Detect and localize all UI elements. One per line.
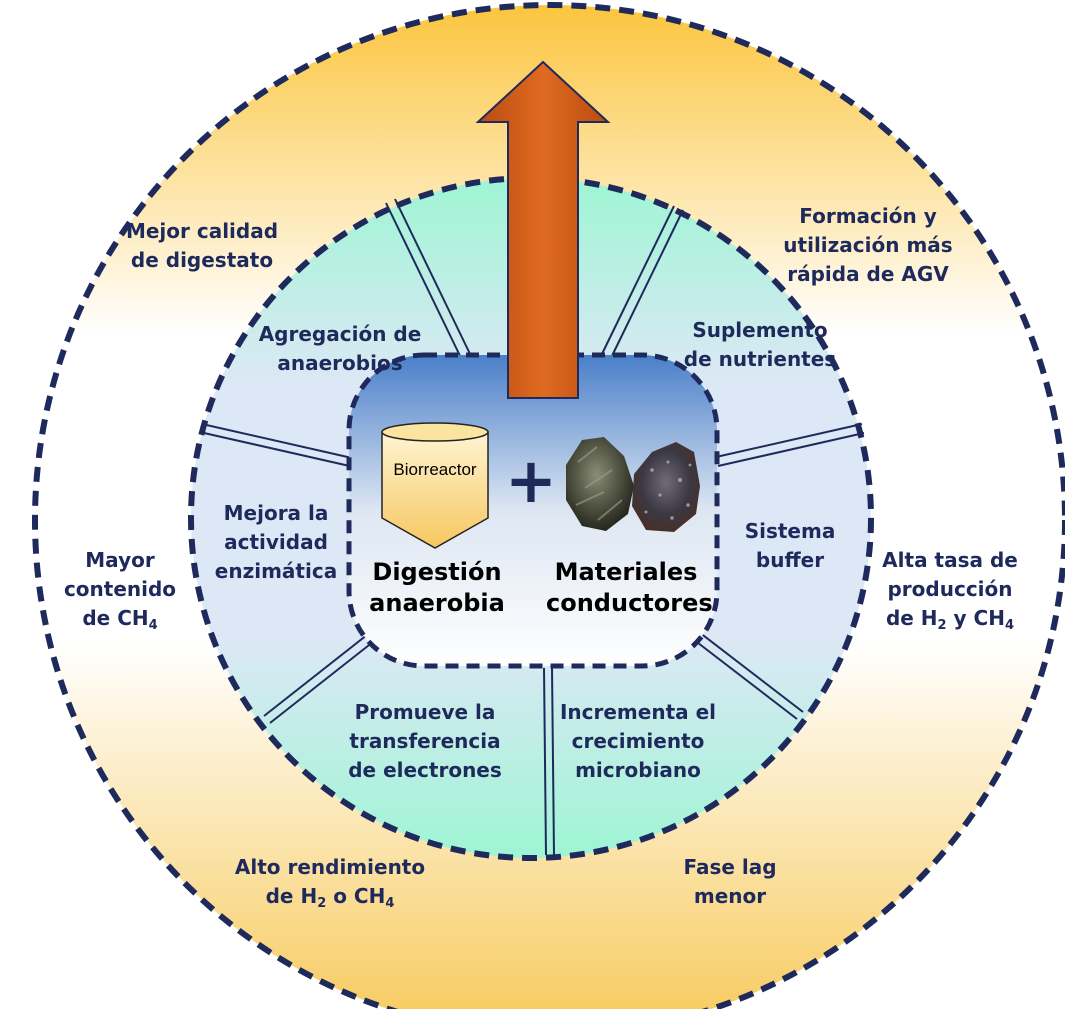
up-arrow [475,60,611,399]
conductive-materials-label: Materiales conductores [546,558,713,617]
middle-label-buffer-system: Sistema buffer [744,519,836,572]
segment-dividers [201,198,865,856]
middle-label-electron-transfer: Promueve la transferencia de electrones [348,700,502,782]
outer-label-high-yield: Alto rendimiento de H2 o CH4 [234,855,426,911]
outer-label-ch4-content: Mayor contenido de CH4 [63,548,177,633]
anaerobic-digestion-label: Digestión anaerobia [369,558,505,617]
middle-label-nutrient-supplement: Suplemento de nutrientes [683,318,837,371]
middle-label-microbial-growth: Incrementa el crecimiento microbiano [559,700,717,782]
outer-label-production-rate: Alta tasa de producción de H2 y CH4 [882,548,1018,633]
conductive-materials-image [566,437,700,532]
bioreactor-icon [381,422,489,549]
bioreactor-label: Biorreactor [393,460,477,479]
outer-label-lag-phase: Fase lag menor [683,855,777,908]
middle-label-enzymatic-activity: Mejora la actividad enzimática [214,501,338,583]
middle-label-anaerobe-aggregation: Agregación de anaerobios [258,322,422,375]
outer-label-digestate-quality: Mejor calidad de digestato [125,219,279,272]
plus-symbol: + [505,444,557,517]
outer-label-vfa-formation: Formación y utilización más rápida de AG… [783,204,953,286]
